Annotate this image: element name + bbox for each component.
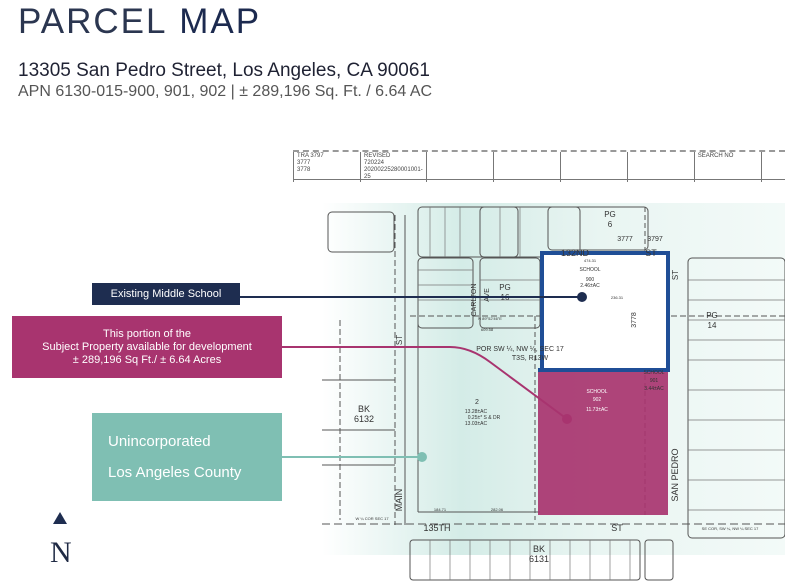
svg-text:13.03±AC: 13.03±AC: [465, 421, 488, 427]
existing-school-parcel: [540, 251, 670, 372]
svg-text:ST: ST: [395, 335, 404, 345]
svg-text:3778: 3778: [631, 312, 638, 328]
svg-text:6131: 6131: [529, 554, 549, 564]
callout-existing-school: Existing Middle School: [92, 283, 240, 305]
svg-text:ST: ST: [671, 270, 680, 280]
svg-text:POR SW ¼, NW ¼, SEC 17: POR SW ¼, NW ¼, SEC 17: [476, 346, 564, 353]
label-132nd: 132ND: [561, 248, 590, 258]
svg-text:6: 6: [608, 220, 613, 229]
svg-text:282.06: 282.06: [491, 507, 504, 512]
svg-text:3.44±AC: 3.44±AC: [644, 386, 664, 392]
svg-text:901: 901: [650, 378, 659, 384]
north-label: N: [50, 536, 72, 569]
svg-text:0.25±* S & DR: 0.25±* S & DR: [468, 415, 501, 421]
svg-text:14: 14: [708, 321, 717, 330]
svg-text:3777: 3777: [617, 236, 633, 243]
svg-text:BK: BK: [533, 544, 545, 554]
svg-text:11.73±AC: 11.73±AC: [586, 407, 608, 413]
svg-text:236.31: 236.31: [611, 295, 624, 300]
svg-text:PG: PG: [706, 311, 718, 320]
development-parcel: [538, 370, 668, 515]
school-marker: [577, 292, 587, 302]
north-arrow-icon: [53, 512, 67, 524]
page-title: PARCEL MAP: [18, 2, 262, 41]
svg-text:2: 2: [475, 399, 479, 406]
svg-text:SE COR, SW ¼, NW ¼ SEC 17: SE COR, SW ¼, NW ¼ SEC 17: [702, 526, 759, 531]
label-pg6: PG: [604, 210, 616, 219]
svg-text:SCHOOL: SCHOOL: [643, 370, 664, 376]
svg-text:PG: PG: [499, 283, 511, 292]
svg-text:N 89°52'46"E: N 89°52'46"E: [478, 316, 502, 321]
svg-text:902: 902: [593, 397, 602, 403]
development-marker: [562, 414, 572, 424]
svg-text:3797: 3797: [647, 236, 663, 243]
svg-text:W ¼ COR SEC 17: W ¼ COR SEC 17: [355, 516, 389, 521]
svg-text:SCHOOL: SCHOOL: [579, 267, 600, 273]
svg-text:609.58: 609.58: [481, 327, 494, 332]
svg-text:BK: BK: [358, 404, 370, 414]
svg-text:184.71: 184.71: [434, 507, 447, 512]
svg-text:6132: 6132: [354, 414, 374, 424]
svg-text:13.28±AC: 13.28±AC: [465, 409, 488, 415]
svg-text:900: 900: [586, 277, 595, 283]
property-address: 13305 San Pedro Street, Los Angeles, CA …: [18, 60, 430, 81]
svg-text:AVE: AVE: [484, 288, 491, 302]
svg-text:ST: ST: [645, 248, 657, 258]
svg-text:SCHOOL: SCHOOL: [586, 389, 607, 395]
lot-lines: [418, 207, 785, 580]
development-callout-line: [282, 346, 568, 420]
svg-text:MAIN: MAIN: [394, 489, 404, 512]
apn-line: APN 6130-015-900, 901, 902 | ± 289,196 S…: [18, 83, 433, 100]
svg-text:CARLTON: CARLTON: [471, 284, 478, 317]
svg-text:SAN PEDRO: SAN PEDRO: [670, 448, 680, 501]
svg-text:2.46±AC: 2.46±AC: [580, 283, 600, 289]
svg-text:ST: ST: [611, 523, 623, 533]
svg-text:T3S, R13W: T3S, R13W: [512, 355, 549, 362]
county-marker: [417, 452, 427, 462]
svg-text:474.31: 474.31: [584, 258, 597, 263]
label-135th: 135TH: [423, 523, 450, 533]
